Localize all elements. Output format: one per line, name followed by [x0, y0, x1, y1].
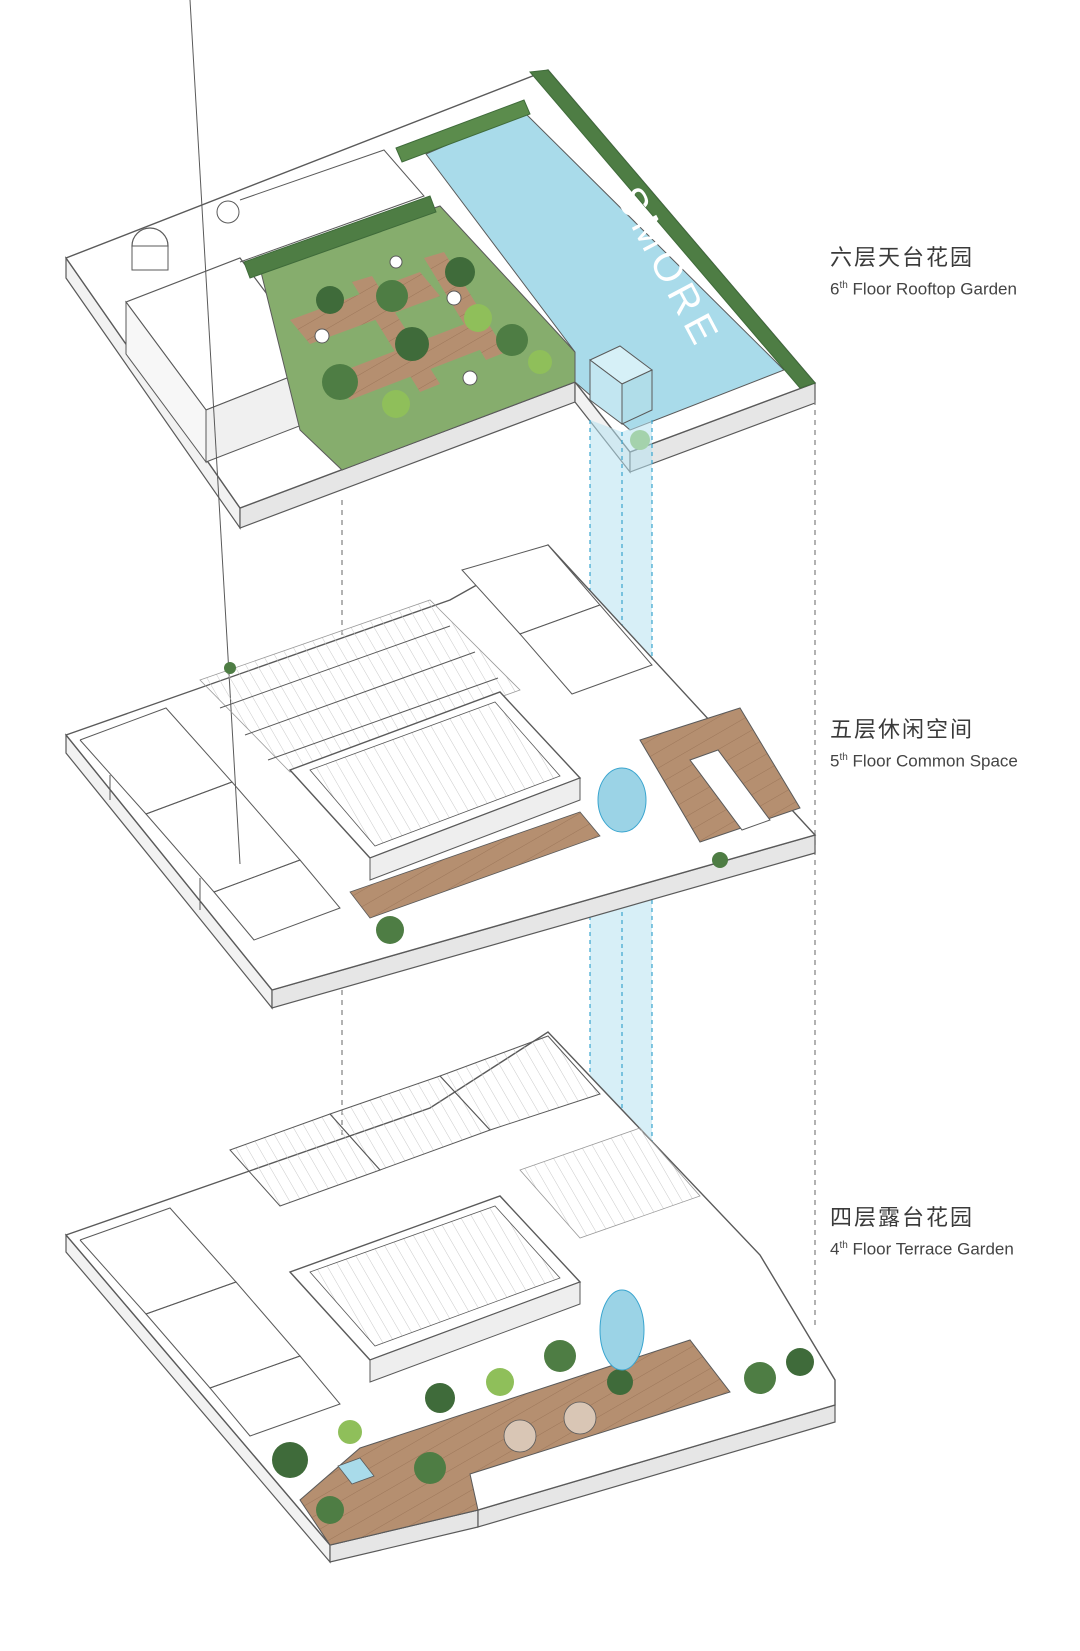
plant-cluster [744, 1362, 776, 1394]
floor-name-cn: 六层天台花园 [830, 246, 975, 271]
plant-cluster [786, 1348, 814, 1376]
floor-name-en: 4th Floor Terrace Garden [830, 1239, 1014, 1259]
desk-row [244, 651, 476, 736]
glass-skylight-cube [589, 345, 653, 425]
north-rooms-4f [229, 1035, 601, 1207]
plant-cluster [395, 327, 429, 361]
plant-cluster [486, 1368, 514, 1396]
desk-row [267, 677, 499, 761]
floor-label-4f: 四层露台花园 4th Floor Terrace Garden [830, 1204, 1014, 1262]
pool-planter-north [529, 69, 816, 389]
plant-cluster [496, 324, 528, 356]
table-set-icon [462, 370, 478, 386]
east-rooms [461, 544, 653, 695]
vertical-guides [341, 400, 816, 1375]
rooftop-mech-parapet [239, 149, 425, 263]
water-tank-body [131, 245, 169, 271]
pool-planter-west [395, 99, 531, 163]
plant-cluster [272, 1442, 308, 1478]
floor-label-5f: 五层休闲空间 5th Floor Common Space [830, 716, 1018, 774]
rooftop-garden-grid [290, 252, 552, 418]
spiral-stair-icon [597, 767, 647, 833]
training-room-front-4f [369, 1281, 581, 1383]
plant-cluster [414, 1452, 446, 1484]
plant-cluster [382, 390, 410, 418]
table-set-icon [503, 1419, 537, 1453]
plant-cluster [322, 364, 358, 400]
timber-path [424, 252, 506, 360]
plant-cluster [544, 1340, 576, 1372]
floor-6-rooftop-garden: SMORE [64, 69, 817, 530]
plant-cluster [376, 916, 404, 944]
plant-cluster [376, 280, 408, 312]
table-set-icon [563, 1401, 597, 1435]
training-room-inner [309, 701, 561, 847]
kitchen-counter [689, 749, 771, 831]
desk-row [219, 625, 451, 709]
timber-path [352, 276, 440, 392]
plant-cluster [425, 1383, 455, 1413]
floor-name-cn: 四层露台花园 [830, 1206, 975, 1231]
rooftop-service-block-left [125, 300, 207, 464]
table-set-icon [314, 328, 330, 344]
floor-4-terrace-garden [64, 1031, 836, 1564]
plant-cluster [316, 286, 344, 314]
terrace-pool [337, 1457, 375, 1485]
training-room-front [369, 777, 581, 881]
open-desk-area [199, 599, 521, 773]
plant-cluster [464, 304, 492, 332]
plant-cluster [607, 1369, 633, 1395]
plant-cluster [712, 852, 728, 868]
timber-corridor [349, 811, 601, 919]
west-rooms [79, 0, 341, 941]
plant-cluster [224, 662, 236, 674]
lawn-planter-north [243, 195, 437, 279]
plant-cluster [528, 350, 552, 374]
floor-name-en: 5th Floor Common Space [830, 751, 1018, 771]
water-tank-small-icon [216, 200, 240, 224]
plant-cluster [316, 1496, 344, 1524]
spiral-stair-icon [599, 1289, 645, 1371]
terrace-plants [272, 1340, 814, 1524]
west-rooms-4f [79, 1207, 341, 1437]
plant-cluster [445, 257, 475, 287]
table-set-icon [446, 290, 462, 306]
floor-name-cn: 五层休闲空间 [830, 718, 975, 743]
table-set-icon [389, 255, 403, 269]
floor-label-6f: 六层天台花园 6th Floor Rooftop Garden [830, 244, 1017, 302]
floor-5-common-space [64, 0, 817, 1010]
desk-zone [199, 599, 521, 773]
glass-cube-right [621, 369, 653, 425]
open-desk-area-4f [519, 1127, 701, 1239]
plant-cluster [338, 1420, 362, 1444]
training-room-inner-4f [309, 1205, 561, 1347]
floor-name-en: 6th Floor Rooftop Garden [830, 279, 1017, 299]
